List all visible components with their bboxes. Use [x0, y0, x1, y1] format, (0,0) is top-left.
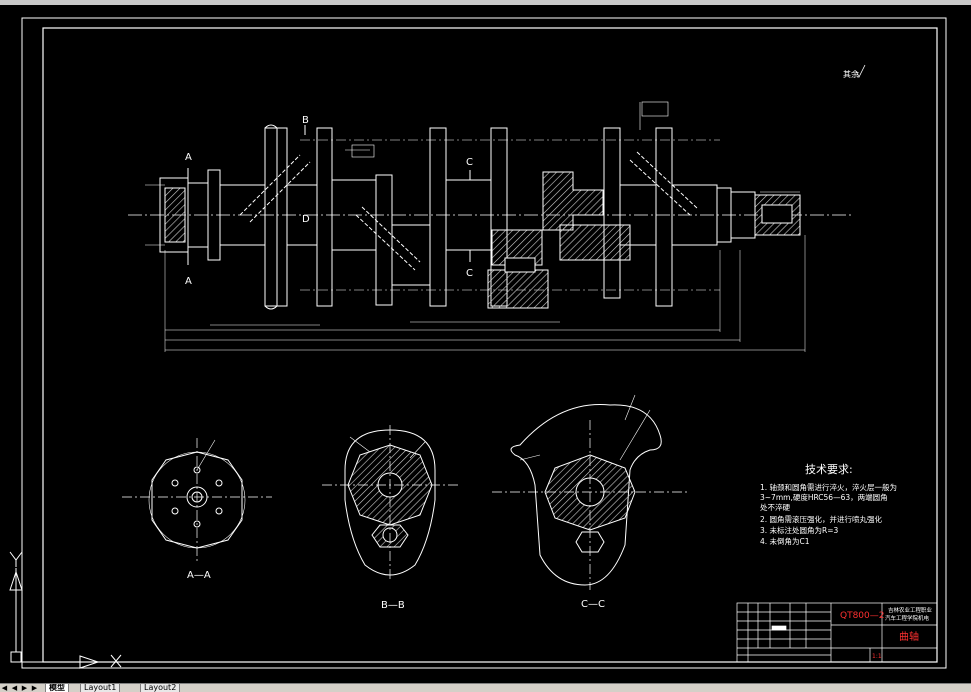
- last-tab-arrow-icon[interactable]: ▶: [31, 684, 38, 692]
- title-block-material: QT800—2: [840, 611, 885, 621]
- tech-req-line-6: 4. 未倒角为C1: [760, 536, 810, 546]
- section-a-a: [122, 438, 272, 562]
- section-c-c: [492, 394, 690, 590]
- prev-tab-arrow-icon[interactable]: ◀: [11, 684, 18, 692]
- roughness-note: 其余: [843, 64, 866, 79]
- tech-req-line-4: 2. 圆角需滚压强化，并进行喷丸强化: [760, 514, 883, 524]
- title-block-school: 吉林农业工程职业: [888, 606, 933, 614]
- title-block: [736, 602, 938, 663]
- svg-text:A: A: [185, 152, 192, 163]
- tech-requirements: 技术要求: 1. 轴颈和圆角需进行淬火，淬火层一般为 3~7mm,硬度HRC56…: [760, 463, 897, 546]
- sheet-inner-border: [42, 27, 938, 663]
- section-b-b-label: B—B: [381, 600, 405, 611]
- tech-req-line-2: 3~7mm,硬度HRC56—63，两端圆角: [760, 492, 888, 502]
- title-block-school-2: 汽车工程学院机电: [885, 614, 930, 622]
- title-block-part-name: 曲轴: [899, 630, 919, 643]
- svg-text:其余: 其余: [843, 69, 859, 79]
- view-markers: A A B D C C: [185, 115, 473, 287]
- tech-req-line-5: 3. 未标注处圆角为R=3: [760, 525, 839, 535]
- tab-model[interactable]: 模型: [45, 684, 69, 692]
- drawing-viewport[interactable]: 其余: [0, 5, 971, 683]
- top-toolbar-strip: [0, 0, 971, 5]
- tab-layout1[interactable]: Layout1: [80, 684, 121, 692]
- tab-layout2[interactable]: Layout2: [140, 684, 181, 692]
- title-block-ratio: 1:1: [872, 653, 882, 660]
- ucs-icon: [9, 551, 122, 669]
- section-c-c-label: C—C: [581, 599, 605, 610]
- sheet-outer-border: [21, 17, 947, 669]
- tech-req-line-3: 处不淬硬: [760, 502, 790, 512]
- cad-drawing[interactable]: 其余: [0, 5, 971, 683]
- tech-requirements-title: 技术要求:: [805, 463, 853, 476]
- crankshaft-main-view: [128, 101, 852, 352]
- first-tab-arrow-icon[interactable]: ◀: [1, 684, 8, 692]
- tech-req-line-1: 1. 轴颈和圆角需进行淬火，淬火层一般为: [760, 482, 897, 492]
- layout-tab-bar: ◀ ◀ ▶ ▶ 模型 Layout1 Layout2: [0, 683, 971, 692]
- section-a-a-label: A—A: [187, 570, 211, 581]
- section-b-b: [322, 425, 458, 580]
- svg-text:C: C: [466, 268, 473, 279]
- next-tab-arrow-icon[interactable]: ▶: [21, 684, 28, 692]
- svg-text:D: D: [302, 214, 310, 225]
- svg-text:B: B: [302, 115, 309, 126]
- svg-text:A: A: [185, 276, 192, 287]
- svg-text:C: C: [466, 157, 473, 168]
